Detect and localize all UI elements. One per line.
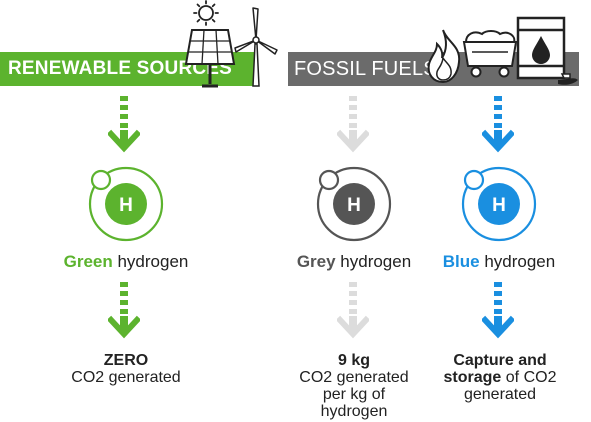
- grey-arrow-bottom: [337, 282, 369, 339]
- green-arrow-bottom: [108, 282, 140, 339]
- grey-result-line3: per kg of: [322, 386, 386, 403]
- grey-arrow-top: [337, 96, 369, 153]
- grey-result: 9 kg CO2 generated per kg of hydrogen: [282, 352, 426, 420]
- green-result: ZERO CO2 generated: [54, 352, 198, 386]
- blue-atom-symbol: H: [492, 195, 506, 216]
- blue-result-storage: storage: [443, 369, 502, 386]
- green-hydrogen-atom-icon: H: [88, 166, 164, 242]
- grey-result-line2: CO2 generated: [299, 369, 409, 386]
- oil-barrel-icon: [516, 16, 578, 85]
- grey-hydrogen-name: Grey: [296, 252, 336, 271]
- green-atom-symbol: H: [119, 195, 133, 216]
- blue-arrow-bottom: [482, 282, 514, 339]
- solar-panel-icon: [184, 29, 236, 88]
- green-arrow-top: [108, 96, 140, 153]
- blue-result-line3: generated: [463, 386, 537, 403]
- grey-hydrogen-label: Grey hydrogen: [284, 252, 424, 272]
- wind-turbine-icon: [234, 7, 278, 87]
- blue-hydrogen-label: Blue hydrogen: [429, 252, 569, 272]
- green-hydrogen-label: Green hydrogen: [56, 252, 196, 272]
- blue-result-line1: Capture and: [453, 352, 547, 369]
- fire-icon: [427, 29, 461, 84]
- blue-hydrogen-atom-icon: H: [461, 166, 537, 242]
- green-hydrogen-suffix: hydrogen: [112, 252, 189, 271]
- fossil-fuels-label: FOSSIL FUELS: [294, 58, 437, 80]
- blue-result-of-co2: of CO2: [501, 369, 557, 386]
- blue-hydrogen-suffix: hydrogen: [479, 252, 556, 271]
- coal-cart-icon: [462, 30, 518, 78]
- renewable-sources-label: RENEWABLE SOURCES: [8, 58, 233, 79]
- grey-result-line1: 9 kg: [337, 352, 370, 369]
- blue-hydrogen-name: Blue: [442, 252, 480, 271]
- blue-result: Capture and storage of CO2 generated: [422, 352, 578, 403]
- blue-result-line2: storage of CO2: [422, 369, 578, 386]
- grey-atom-symbol: H: [347, 195, 361, 216]
- green-result-line1: ZERO: [103, 352, 149, 369]
- grey-hydrogen-atom-icon: H: [316, 166, 392, 242]
- grey-hydrogen-suffix: hydrogen: [335, 252, 412, 271]
- sun-icon: [193, 0, 219, 26]
- green-result-line2: CO2 generated: [71, 369, 181, 386]
- grey-result-line4: hydrogen: [320, 403, 388, 420]
- blue-arrow-top: [482, 96, 514, 153]
- green-hydrogen-name: Green: [63, 252, 113, 271]
